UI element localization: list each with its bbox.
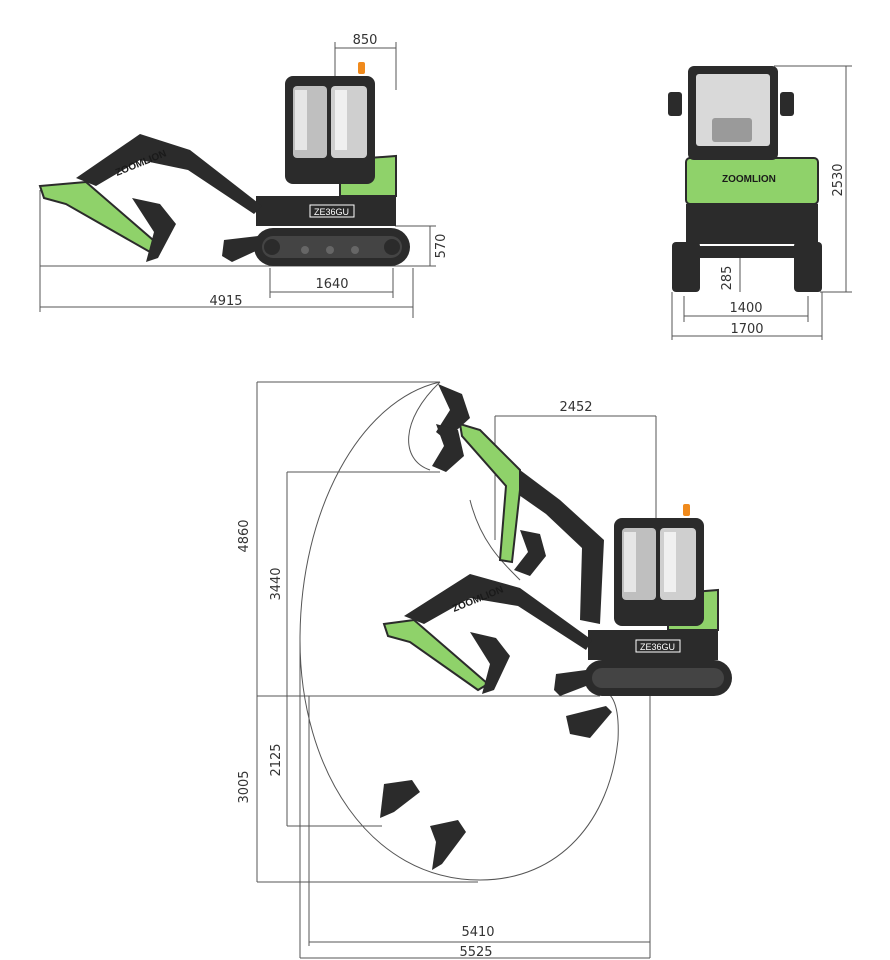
dim-max-digging-height: 4860 (237, 519, 252, 552)
side-boom (76, 134, 262, 214)
dim-track-gauge: 1400 (729, 301, 762, 316)
working-range-view: ZE36GU ZOOMLION (256, 381, 732, 959)
dim-overall-length: 4915 (209, 294, 242, 309)
dim-max-digging-depth: 3005 (237, 770, 252, 803)
dim-max-vertical-wall-depth: 2125 (269, 743, 284, 776)
working-range-lines (256, 381, 657, 959)
left-mirror-icon (668, 92, 682, 116)
rear-view-dimension-lines (671, 65, 852, 340)
dim-track-length: 1640 (315, 277, 348, 292)
side-track (254, 228, 410, 266)
rear-view: ZOOMLION (668, 65, 852, 340)
beacon-icon (358, 62, 365, 74)
range-bucket-high-2 (432, 424, 464, 472)
range-model-label: ZE36GU (640, 642, 675, 652)
side-view: ZE36GU ZOOMLION (38, 42, 436, 318)
side-arm (38, 180, 162, 254)
range-track (584, 660, 732, 696)
dim-track-height: 570 (434, 234, 449, 259)
dimension-labels: 850 570 1640 4915 2530 285 1400 1700 245… (209, 33, 846, 960)
range-dozer-blade (554, 670, 586, 696)
rear-counterweight (686, 204, 818, 244)
range-beacon-icon (683, 504, 690, 516)
dim-overall-width: 1700 (730, 322, 763, 337)
range-bucket-high-1 (436, 384, 470, 440)
range-arm-low (382, 618, 490, 692)
dim-max-reach-at-ground: 5410 (461, 925, 494, 940)
range-bucket-deep-1 (566, 706, 612, 738)
range-cab (614, 518, 704, 626)
rear-undercarriage (700, 246, 794, 258)
side-cab (285, 76, 375, 184)
right-mirror-icon (780, 92, 794, 116)
rear-left-track (672, 242, 700, 292)
range-boom-low (404, 574, 592, 650)
range-bucket-mid (514, 530, 546, 576)
dim-overall-height: 2530 (831, 163, 846, 196)
dim-cab-width: 850 (353, 33, 378, 48)
range-arm-high (458, 422, 521, 564)
rear-brand-label: ZOOMLION (722, 174, 776, 185)
dim-tail-swing-radius: 2452 (559, 400, 592, 415)
reach-envelope (299, 381, 619, 881)
dozer-blade (222, 236, 258, 262)
dim-max-reach: 5525 (459, 945, 492, 960)
range-bucket-low (470, 632, 510, 694)
range-bucket-deep-2 (380, 780, 420, 818)
dim-ground-clearance: 285 (720, 266, 735, 291)
side-model-label: ZE36GU (314, 207, 349, 217)
range-bucket-deep-3 (430, 820, 466, 870)
side-bucket (132, 198, 176, 262)
dim-max-dumping-height: 3440 (269, 567, 284, 600)
rear-right-track (794, 242, 822, 292)
